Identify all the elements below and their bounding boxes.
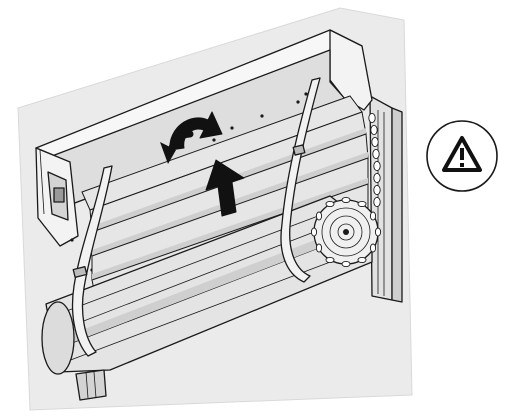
warning-sign <box>424 118 500 194</box>
warning-triangle-icon <box>426 120 498 192</box>
right-strap <box>280 77 321 283</box>
shutter-box <box>35 29 373 272</box>
up-arrow-icon <box>205 159 245 217</box>
curved-rotation-arrow-icon <box>160 111 223 164</box>
left-strap <box>71 165 113 357</box>
side-chain <box>368 112 381 208</box>
roll-chain-links <box>310 196 382 268</box>
window-sill <box>75 369 107 401</box>
